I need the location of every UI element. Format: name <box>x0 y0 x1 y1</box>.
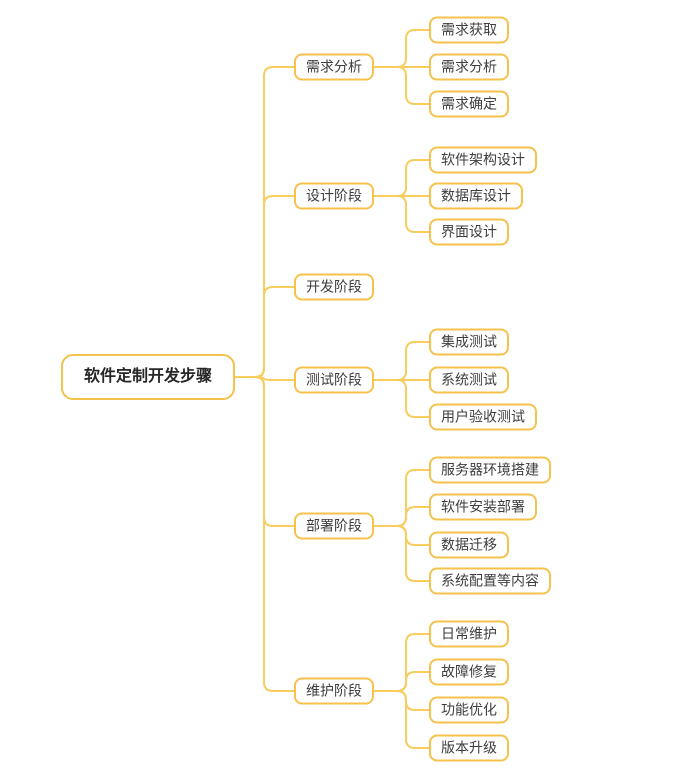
mindmap-child-node[interactable]: 服务器环境搭建 <box>429 456 551 484</box>
mindmap-child-node[interactable]: 界面设计 <box>429 218 509 246</box>
mindmap-child-node[interactable]: 集成测试 <box>429 328 509 356</box>
mindmap-branch-node[interactable]: 设计阶段 <box>294 182 374 210</box>
mindmap-child-node[interactable]: 数据库设计 <box>429 182 523 210</box>
mindmap-root-node[interactable]: 软件定制开发步骤 <box>61 354 236 400</box>
mindmap-branch-node[interactable]: 测试阶段 <box>294 366 374 394</box>
mindmap-child-node[interactable]: 软件架构设计 <box>429 146 537 174</box>
mindmap-child-node[interactable]: 日常维护 <box>429 620 509 648</box>
mindmap-branch-node[interactable]: 开发阶段 <box>294 273 374 301</box>
mindmap-child-node[interactable]: 版本升级 <box>429 734 509 762</box>
mindmap-branch-node[interactable]: 部署阶段 <box>294 512 374 540</box>
mindmap-child-node[interactable]: 需求获取 <box>429 16 509 44</box>
mindmap-child-node[interactable]: 需求确定 <box>429 90 509 118</box>
mindmap-branch-node[interactable]: 需求分析 <box>294 53 374 81</box>
mindmap-child-node[interactable]: 需求分析 <box>429 53 509 81</box>
mindmap-child-node[interactable]: 用户验收测试 <box>429 403 537 431</box>
mindmap-branch-node[interactable]: 维护阶段 <box>294 677 374 705</box>
mindmap-child-node[interactable]: 故障修复 <box>429 658 509 686</box>
mindmap-child-node[interactable]: 软件安装部署 <box>429 493 537 521</box>
mindmap-child-node[interactable]: 数据迁移 <box>429 531 509 559</box>
mindmap-child-node[interactable]: 系统配置等内容 <box>429 567 551 595</box>
mindmap-child-node[interactable]: 系统测试 <box>429 366 509 394</box>
mindmap-child-node[interactable]: 功能优化 <box>429 696 509 724</box>
